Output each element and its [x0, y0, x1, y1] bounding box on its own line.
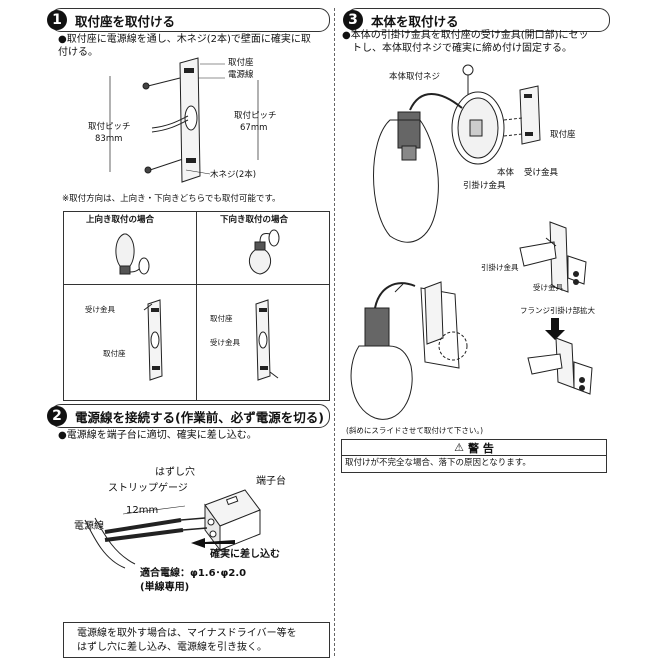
s2-wire-spec-sub: (単線専用)	[140, 582, 190, 593]
s2-label-strip-length: 12mm	[126, 505, 159, 516]
assembled-detail-illustration	[527, 337, 593, 395]
s3-label-receiver2: 受け金具	[533, 283, 563, 292]
section2-header: 2 電源線を接続する(作業前、必ず電源を切る)	[47, 404, 330, 428]
lamp-up-icon	[115, 233, 150, 275]
s3-label-mount: 取付座	[550, 130, 576, 140]
section2-instruction: ●電源線を端子台に適切、確実に差し込む。	[58, 430, 257, 441]
table-col-up: 上向き取付の場合	[86, 215, 155, 225]
section1-instruction: ●取付座に電源線を通し、木ネジ(2本)で壁面に確実に取付ける。	[58, 34, 311, 58]
lamp-down-icon	[248, 229, 280, 275]
s1-label-screws: 木ネジ(2本)	[210, 170, 257, 180]
s2-label-terminal: 端子台	[256, 476, 286, 487]
bracket-up-illustration	[143, 299, 163, 381]
s1-label-mount: 取付座	[228, 58, 254, 68]
s2-label-release-hole: はずし穴	[155, 467, 195, 478]
warning-header: ⚠ 警 告	[341, 439, 607, 456]
s2-label-strip-gauge: ストリップゲージ	[108, 483, 188, 494]
table-col-divider	[196, 211, 197, 400]
s1-label-pitch-left: 取付ピッチ	[88, 122, 131, 132]
section3-title: 本体を取付ける	[371, 13, 459, 29]
warning-text: 取付けが不完全な場合、落下の原因となります。	[345, 458, 531, 468]
section1-note: ※取付方向は、上向き・下向きどちらでも取付可能です。	[62, 194, 281, 204]
s2-label-insert: 確実に差し込む	[210, 549, 280, 560]
section2-title: 電源線を接続する(作業前、必ず電源を切る)	[75, 409, 324, 425]
s3-label-flange: フランジ引掛け部拡大	[520, 306, 595, 315]
table-up-receiver: 受け金具	[85, 305, 115, 314]
s1-label-power-wire: 電源線	[228, 70, 254, 80]
section3-instruction-line2: トし、本体取付ネジで確実に締め付け固定する。	[352, 43, 572, 54]
table-down-receiver: 受け金具	[210, 338, 240, 347]
section1-title: 取付座を取付ける	[75, 13, 176, 29]
table-row-divider	[63, 284, 329, 285]
section3-header: 3 本体を取付ける	[343, 8, 610, 32]
bracket-down-illustration	[255, 299, 279, 381]
section3-instruction-line1: ●本体の引掛け金具を取付座の受け金具(開口部)にセッ	[342, 30, 589, 41]
section2-number: 2	[47, 406, 67, 426]
arrow-down-icon	[545, 318, 565, 340]
s3-label-hook2: 引掛け金具	[481, 263, 519, 272]
warning-title: 警 告	[468, 441, 494, 455]
hook-detail-illustration	[519, 221, 587, 293]
s2-wire-spec: 適合電線：φ1.6･φ2.0	[140, 568, 247, 579]
s3-label-hook: 引掛け金具	[463, 181, 506, 191]
s1-label-pitch-right: 取付ピッチ	[234, 111, 277, 121]
section1-header: 1 取付座を取付ける	[47, 8, 330, 32]
s1-label-pitch-left-value: 83mm	[95, 134, 123, 144]
s3-label-body: 本体	[497, 168, 515, 178]
section2-note-box	[63, 622, 330, 658]
column-divider	[334, 8, 335, 656]
fixture-illustration	[373, 64, 541, 243]
s2-label-power-wire: 電源線	[74, 521, 104, 532]
section1-number: 1	[47, 10, 67, 30]
section3-number: 3	[343, 10, 363, 30]
warning-icon: ⚠	[454, 441, 465, 454]
s3-slide-note: (斜めにスライドさせて取付けて下さい。)	[346, 426, 484, 435]
mount-illustration	[109, 57, 259, 183]
section2-note-line2: はずし穴に差し込み、電源線を引き抜く。	[77, 642, 267, 653]
s1-label-pitch-right-value: 67mm	[240, 123, 268, 133]
slide-illustration	[350, 281, 468, 420]
table-up-mount: 取付座	[103, 349, 126, 358]
table-down-mount: 取付座	[210, 314, 233, 323]
s3-label-receiver: 受け金具	[524, 168, 559, 178]
s3-label-body-screw: 本体取付ネジ	[389, 72, 441, 82]
section2-note-line1: 電源線を取外す場合は、マイナスドライバー等を	[77, 628, 297, 639]
terminal-illustration	[84, 489, 261, 569]
table-col-down: 下向き取付の場合	[220, 215, 289, 225]
